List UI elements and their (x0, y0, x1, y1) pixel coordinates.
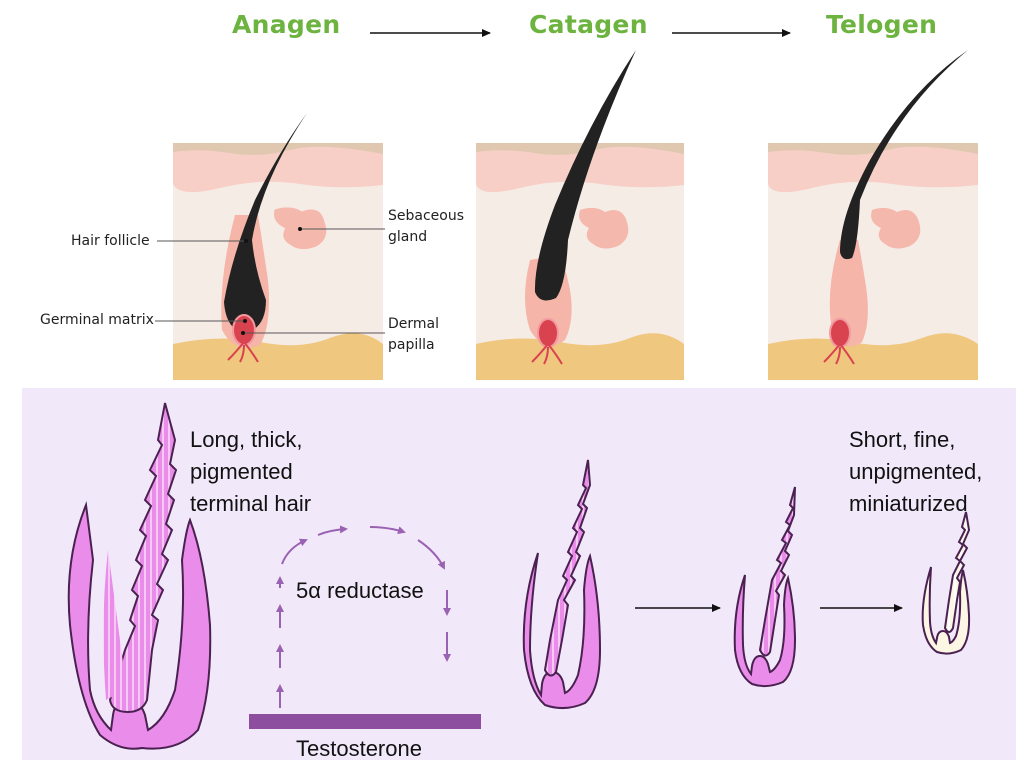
vellus-hair-line1: Short, fine, (849, 427, 956, 452)
stage-title-anagen: Anagen (232, 10, 341, 39)
conversion-arrows (276, 525, 451, 708)
intermediate-follicle-1 (522, 459, 602, 709)
terminal-hair-line2: pigmented (190, 459, 293, 484)
vellus-follicle (921, 511, 971, 655)
terminal-hair-line3: terminal hair (190, 491, 312, 516)
testosterone-label: Testosterone (296, 736, 422, 761)
label-dermal-line2: papilla (388, 337, 435, 353)
vellus-hair-line2: unpigmented, (849, 459, 983, 484)
terminal-hair-line1: Long, thick, (190, 427, 303, 452)
label-dermal-line1: Dermal (388, 316, 440, 332)
vellus-hair-line3: miniaturized (849, 491, 968, 516)
stage-title-catagen: Catagen (529, 10, 648, 39)
enzyme-label: 5α reductase (296, 578, 424, 603)
label-hair-follicle: Hair follicle (71, 233, 150, 249)
label-sebaceous-line1: Sebaceous (388, 208, 465, 224)
label-sebaceous-line2: gland (388, 229, 428, 245)
hair-shaft (224, 113, 307, 333)
testosterone-bar (249, 714, 481, 729)
telogen-skin-section (768, 50, 978, 380)
terminal-follicle (67, 402, 212, 750)
label-germinal-matrix: Germinal matrix (40, 312, 154, 328)
stage-title-telogen: Telogen (826, 10, 938, 39)
intermediate-follicle-2 (733, 486, 797, 688)
catagen-skin-section (476, 50, 684, 380)
anagen-skin-section (173, 113, 383, 380)
